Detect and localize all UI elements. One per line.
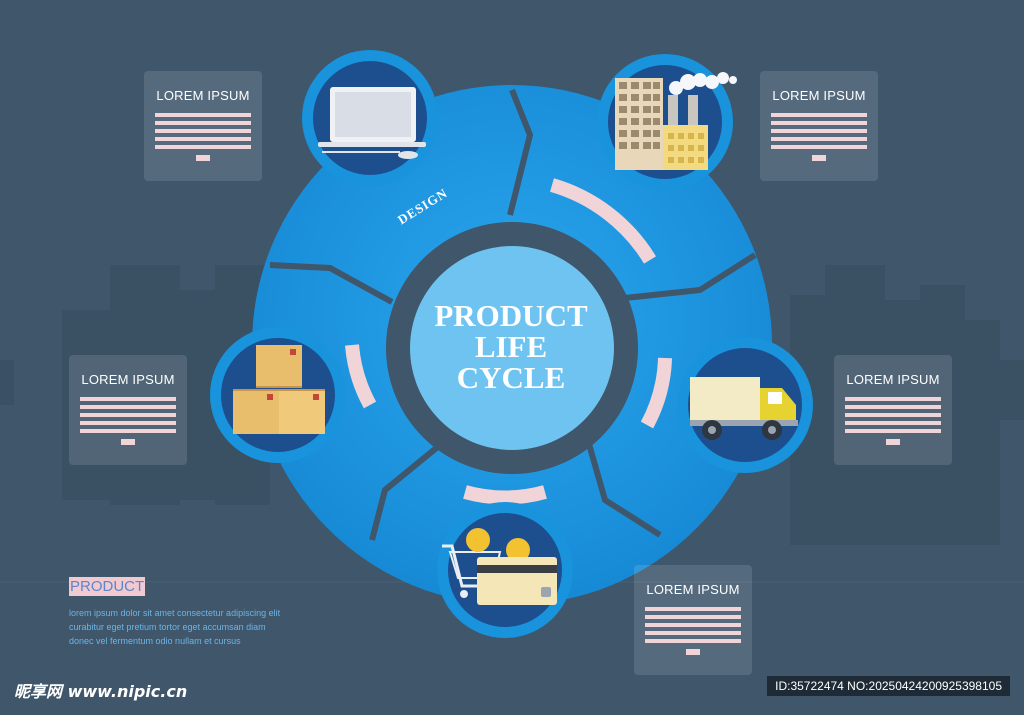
- card-text-lines: [80, 393, 176, 433]
- stage-cart: [437, 502, 573, 638]
- card-text-lines: [155, 109, 251, 149]
- card-dot: [121, 439, 135, 445]
- watermark-site: 昵享网 www.nipic.cn: [14, 682, 188, 701]
- card-title: LOREM IPSUM: [772, 88, 866, 103]
- stage-boxes: [210, 327, 346, 463]
- card-text-lines: [845, 393, 941, 433]
- info-card-left: LOREM IPSUM: [69, 355, 187, 465]
- card-dot: [886, 439, 900, 445]
- product-label: PRODUCT: [69, 577, 146, 596]
- credit-card-icon: [477, 557, 557, 605]
- card-dot: [686, 649, 700, 655]
- factory-icon: [615, 72, 737, 170]
- card-text-lines: [771, 109, 867, 149]
- center-title-line-2: LIFE: [474, 329, 548, 364]
- smoke-icon: [669, 72, 737, 95]
- product-description-line: donec vel fermentum odio nullam et cursu…: [69, 636, 241, 646]
- segment-dividers: [269, 88, 757, 541]
- stage-truck: [677, 337, 813, 473]
- card-text-lines: [645, 603, 741, 643]
- info-card-right: LOREM IPSUM: [834, 355, 952, 465]
- card-title: LOREM IPSUM: [646, 582, 740, 597]
- center-title-line-3: CYCLE: [456, 360, 566, 395]
- info-card-top-left: LOREM IPSUM: [144, 71, 262, 181]
- card-title: LOREM IPSUM: [846, 372, 940, 387]
- stage-factory: [597, 54, 737, 190]
- stage-laptop: [302, 50, 438, 186]
- product-description-line: lorem ipsum dolor sit amet consectetur a…: [69, 608, 281, 618]
- product-description: lorem ipsum dolor sit amet consectetur a…: [69, 606, 309, 648]
- card-title: LOREM IPSUM: [81, 372, 175, 387]
- boxes-icon: [233, 345, 325, 434]
- product-description-line: curabitur eget pretium tortor eget accum…: [69, 622, 266, 632]
- stage-arcs: [345, 178, 672, 505]
- truck-icon: [690, 377, 798, 440]
- laptop-icon: [318, 87, 426, 159]
- center-title: PRODUCT LIFE CYCLE: [410, 300, 612, 393]
- info-card-top-right: LOREM IPSUM: [760, 71, 878, 181]
- card-dot: [812, 155, 826, 161]
- center-title-line-1: PRODUCT: [434, 298, 588, 333]
- info-card-bottom: LOREM IPSUM: [634, 565, 752, 675]
- watermark-id: ID:35722474 NO:20250424200925398105: [767, 676, 1010, 696]
- center-circle: [410, 246, 614, 450]
- card-title: LOREM IPSUM: [156, 88, 250, 103]
- card-dot: [196, 155, 210, 161]
